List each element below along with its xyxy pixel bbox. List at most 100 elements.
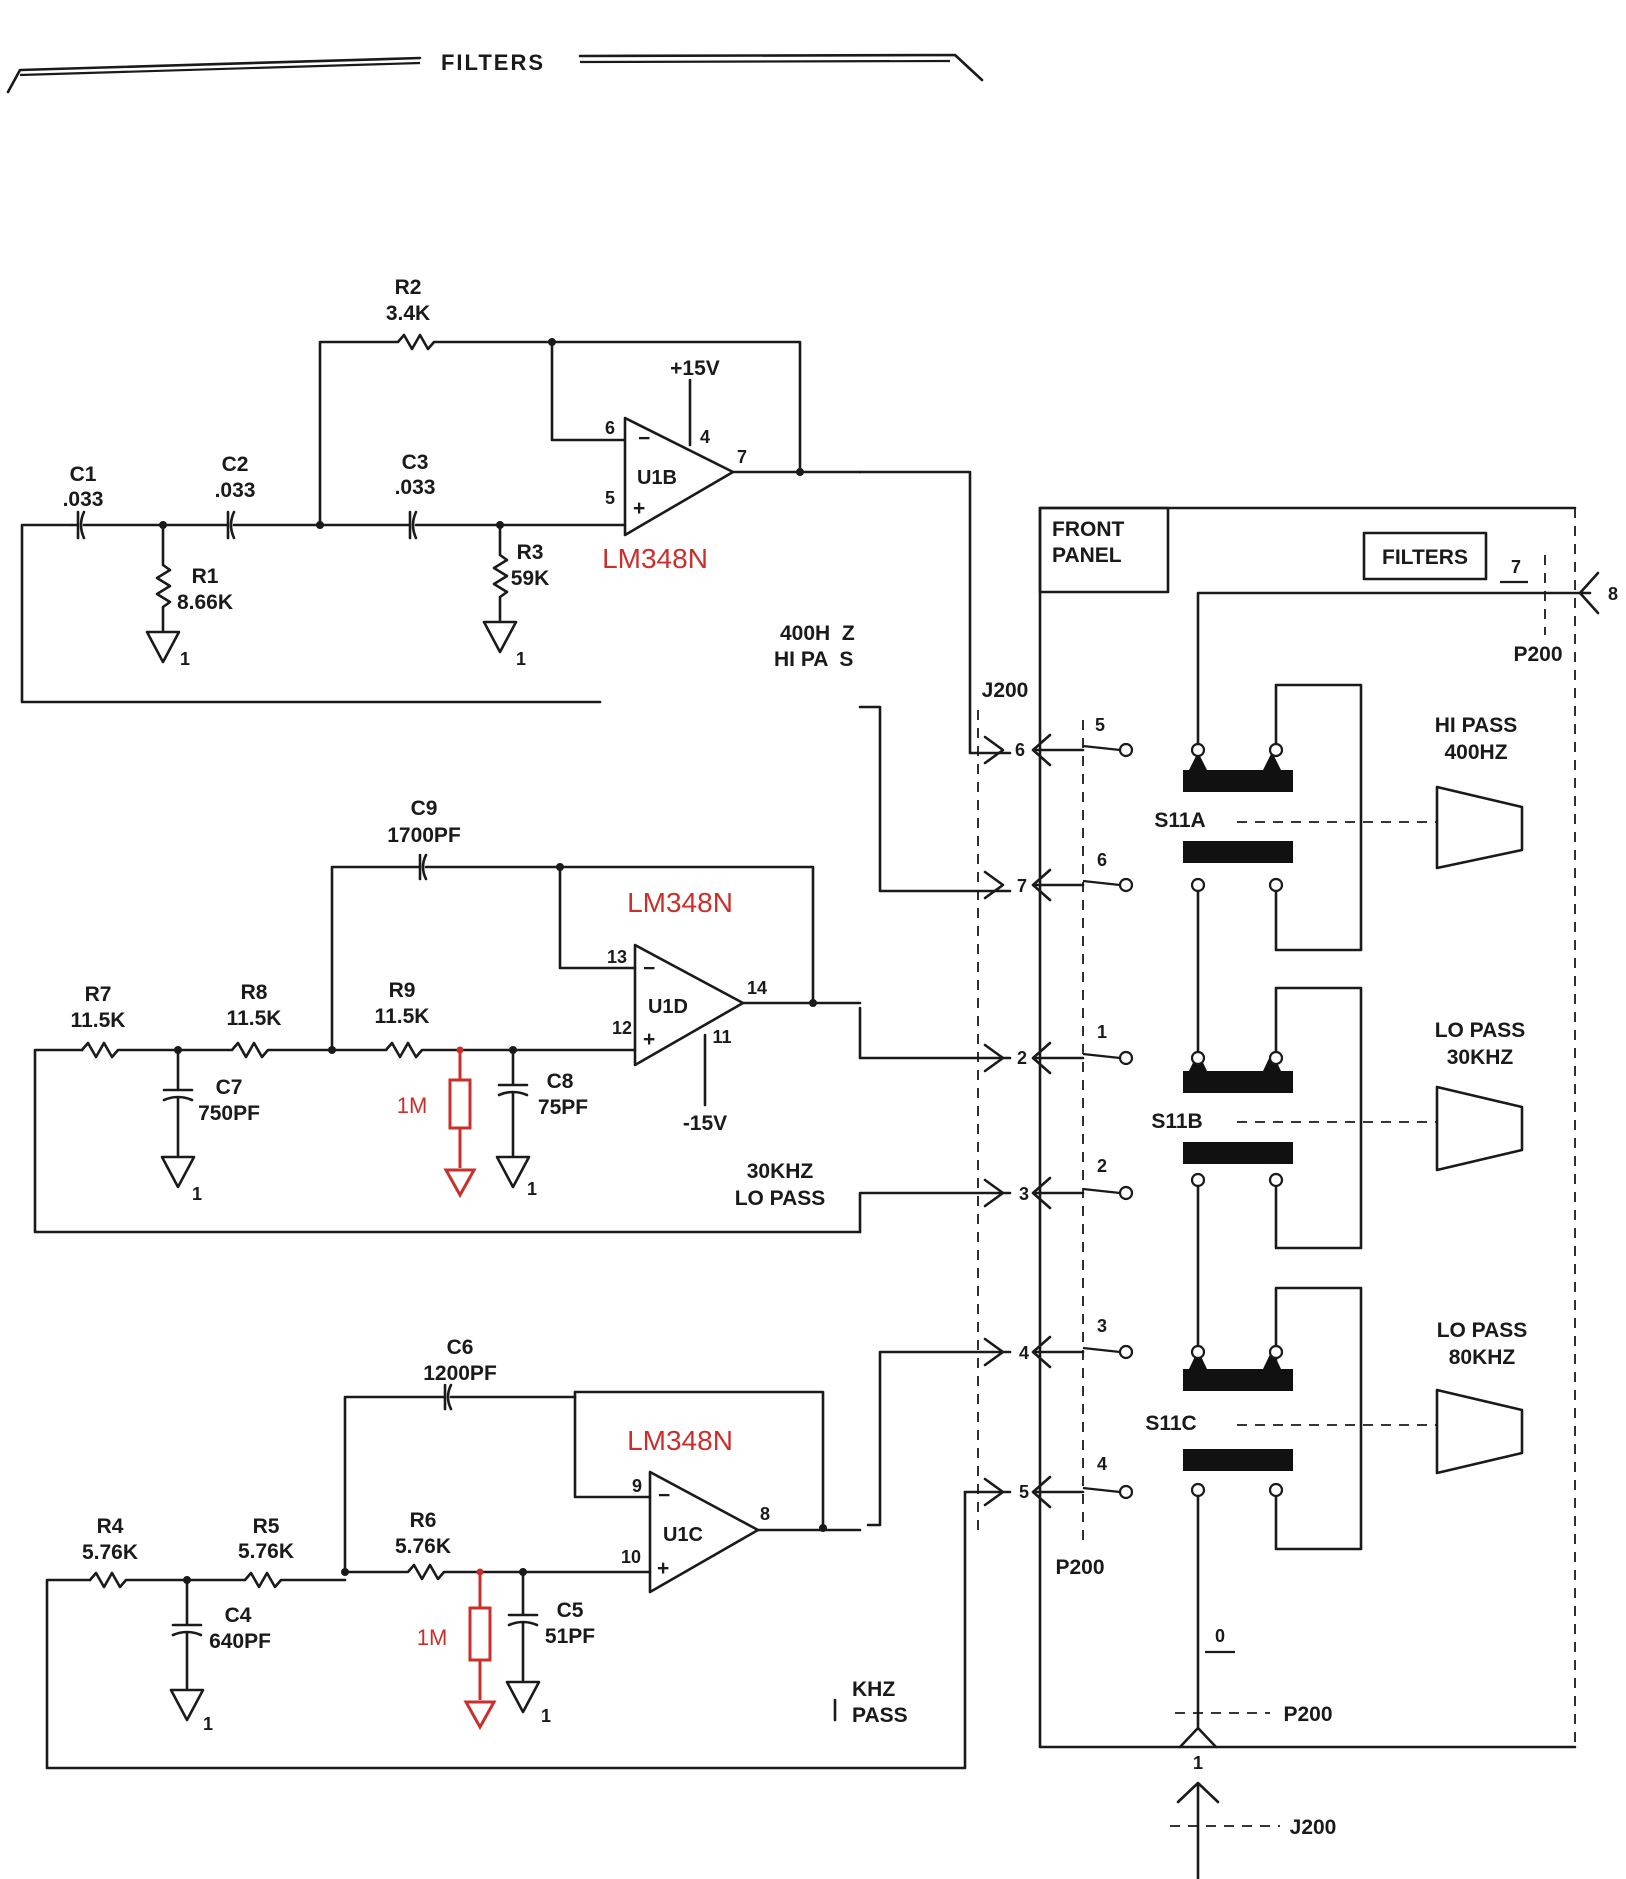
header: FILTERS [6, 50, 984, 94]
u1c-pin-plus: 10 [621, 1547, 641, 1567]
switch-s11c: S11C LO PASS 80KHZ [1145, 1286, 1528, 1729]
u1d-pin-vee: 11 [712, 1027, 731, 1047]
c1-name: C1 [70, 463, 97, 486]
common-pin: 0 [1215, 1626, 1225, 1646]
r6-name: R6 [410, 1509, 437, 1532]
j200-pin-2: 2 [1017, 1048, 1027, 1068]
pin-row-6: 6 5 [983, 715, 1134, 767]
c2-value: .033 [215, 479, 256, 502]
switch-s11a: S11A HI PASS 400HZ [1154, 683, 1524, 1054]
connector-j200: J200 6 5 7 6 2 1 3 [977, 679, 1134, 1579]
pos1-line1: HI PASS [1435, 714, 1517, 737]
j200-label: J200 [982, 679, 1029, 702]
r8-name: R8 [241, 981, 268, 1004]
u1b-plus-sign: + [633, 497, 645, 520]
filters-box-label: FILTERS [1382, 546, 1468, 569]
p200-label-bottom: P200 [1283, 1703, 1332, 1726]
front-panel: FRONT PANEL FILTERS 7 P200 8 S11A HI PAS… [1038, 506, 1618, 1879]
c6-name: C6 [447, 1336, 474, 1359]
u1c-minus-sign: − [658, 1484, 670, 1507]
lo-pass-80k-stage: C6 1200PF LM348N 9 8 10 U1C − + R4 5.76K… [45, 1336, 1012, 1770]
bottom-pin: 1 [1193, 1753, 1203, 1773]
hi-pass-label-line2: HI PA S [774, 648, 853, 671]
j200-pin-5: 5 [1019, 1482, 1029, 1502]
u1c-plus-sign: + [657, 1557, 669, 1580]
hi-pass-stage: R2 3.4K +15V 6 4 7 5 U1B − + C1 .033 C2 … [20, 276, 1012, 893]
p200-contact-3: 3 [1097, 1316, 1107, 1336]
c5-name: C5 [557, 1599, 584, 1622]
c9-name: C9 [411, 797, 438, 820]
r1-ground-pin: 1 [180, 649, 190, 669]
lo-pass-80k-label-line2: PASS [852, 1704, 908, 1727]
u1d-plus-sign: + [643, 1028, 655, 1051]
c5-ground-pin: 1 [541, 1706, 551, 1726]
p200-label-left: P200 [1055, 1556, 1104, 1579]
p200-contact-6: 6 [1097, 850, 1107, 870]
j200-pin-3: 3 [1019, 1184, 1029, 1204]
panel-title-line1: FRONT [1052, 518, 1124, 541]
u1d-pin-plus: 12 [612, 1018, 632, 1038]
pin-row-5: 5 4 [983, 1454, 1134, 1509]
pin-row-3: 3 2 [983, 1156, 1134, 1210]
lo-pass-30k-label-line2: LO PASS [735, 1187, 826, 1210]
u1d-minus-sign: − [643, 957, 655, 980]
c3-value: .033 [395, 476, 436, 499]
filters-conn-pin: 8 [1608, 584, 1618, 604]
p200-contact-1: 1 [1097, 1022, 1107, 1042]
u1b-minus-sign: − [638, 427, 650, 450]
lo-pass-80k-label-line1: KHZ [852, 1678, 895, 1701]
header-title: FILTERS [441, 50, 545, 75]
r1-name: R1 [192, 565, 219, 588]
c1-value: .033 [63, 488, 104, 511]
pin-row-7: 7 6 [983, 850, 1134, 902]
c8-value: 75PF [538, 1096, 588, 1119]
r7-value: 11.5K [71, 1009, 126, 1032]
u1d-pin-out: 14 [747, 978, 767, 998]
r4-value: 5.76K [82, 1541, 138, 1564]
r7-name: R7 [85, 983, 112, 1006]
lo-pass-30k-label-line1: 30KHZ [747, 1160, 814, 1183]
filters-pin: 7 [1511, 557, 1521, 577]
u1b-name: U1B [637, 467, 677, 489]
switch-b-label: S11B [1151, 1110, 1202, 1133]
r5-value: 5.76K [238, 1540, 294, 1563]
pos2-line1: LO PASS [1435, 1019, 1526, 1042]
r8-value: 11.5K [227, 1007, 282, 1030]
c9-value: 1700PF [387, 824, 461, 847]
r2-name: R2 [395, 276, 422, 299]
panel-title-line2: PANEL [1052, 544, 1122, 567]
u1b-pin-vcc: 4 [700, 427, 710, 447]
switch-s11b: S11B LO PASS 30KHZ [1151, 986, 1526, 1357]
c3-name: C3 [402, 451, 429, 474]
r9-name: R9 [389, 979, 416, 1002]
pin-row-2: 2 1 [983, 1022, 1134, 1075]
u1d-part-note: LM348N [627, 887, 733, 918]
r3-ground-pin: 1 [516, 649, 526, 669]
j200-pin-7: 7 [1017, 876, 1027, 896]
c7-name: C7 [216, 1076, 243, 1099]
c8-ground-pin: 1 [527, 1179, 537, 1199]
lo-pass-30k-stage: C9 1700PF LM348N 13 14 12 11 U1D − + -15… [33, 797, 1012, 1234]
c6-value: 1200PF [423, 1362, 497, 1385]
p200-contact-4: 4 [1097, 1454, 1107, 1474]
r9-value: 11.5K [375, 1005, 430, 1028]
pos3-line1: LO PASS [1437, 1319, 1528, 1342]
supply-minus: -15V [683, 1112, 727, 1135]
u1b-pin-plus: 5 [605, 488, 615, 508]
r-added-1m-80k: 1M [417, 1625, 448, 1650]
c4-value: 640PF [209, 1630, 271, 1653]
r2-value: 3.4K [386, 302, 430, 325]
j200-label-bottom: J200 [1290, 1816, 1337, 1839]
u1b-part-note: LM348N [602, 543, 708, 574]
pos2-line2: 30KHZ [1447, 1046, 1514, 1069]
u1b-pin-minus: 6 [605, 418, 615, 438]
c2-name: C2 [222, 453, 249, 476]
r6-value: 5.76K [395, 1535, 451, 1558]
p200-contact-5: 5 [1095, 715, 1105, 735]
u1c-part-note: LM348N [627, 1425, 733, 1456]
p200-contact-2: 2 [1097, 1156, 1107, 1176]
switch-c-label: S11C [1145, 1412, 1196, 1435]
pos1-line2: 400HZ [1444, 741, 1507, 764]
r-added-1m-30k: 1M [397, 1093, 428, 1118]
